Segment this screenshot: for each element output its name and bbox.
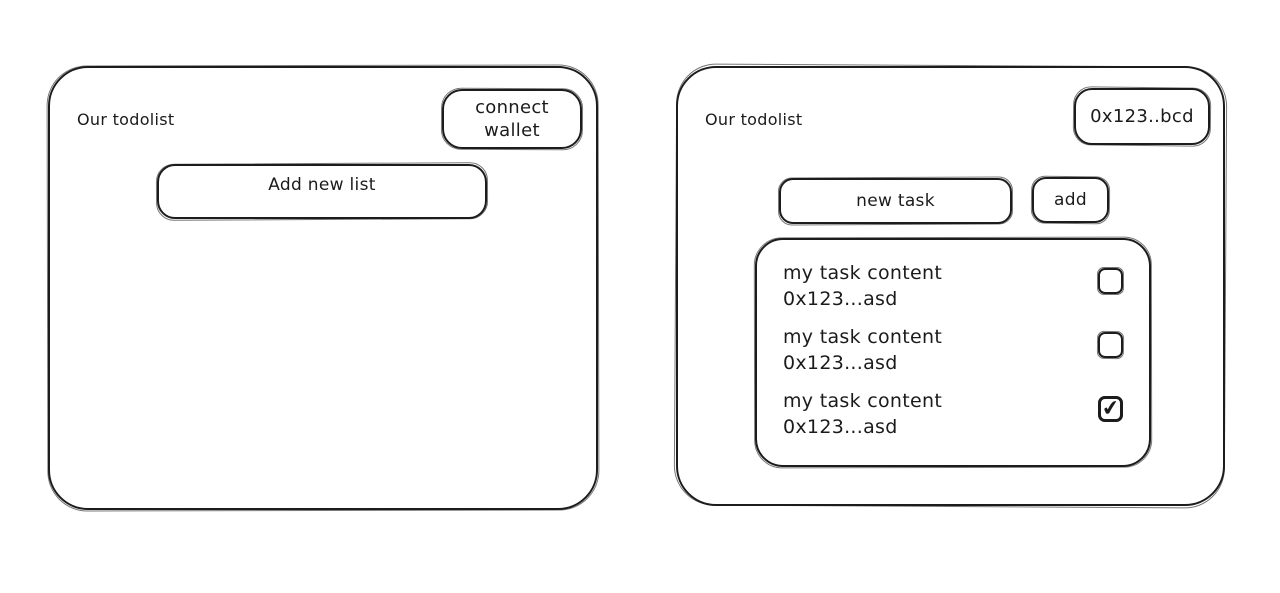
- task-address: 0x123...asd: [783, 416, 898, 438]
- page-title: Our todolist: [77, 110, 175, 129]
- task-row: my task content 0x123...asd ✔: [783, 388, 1123, 452]
- task-content: my task content: [783, 326, 943, 348]
- task-address: 0x123...asd: [783, 352, 898, 374]
- task-texts: my task content 0x123...asd: [783, 324, 942, 376]
- connect-wallet-button[interactable]: connect wallet: [442, 89, 582, 149]
- add-task-button[interactable]: add: [1032, 177, 1109, 223]
- task-row: my task content 0x123...asd: [783, 324, 1123, 388]
- add-new-list-label: Add new list: [268, 175, 376, 195]
- connect-wallet-label: connect wallet: [475, 96, 549, 141]
- new-task-placeholder: new task: [856, 191, 935, 211]
- task-address: 0x123...asd: [783, 288, 898, 310]
- task-content: my task content: [783, 390, 943, 412]
- wallet-address-button[interactable]: 0x123..bcd: [1074, 88, 1210, 145]
- task-texts: my task content 0x123...asd: [783, 388, 942, 440]
- task-list: my task content 0x123...asd my task cont…: [755, 238, 1151, 467]
- todolist-frame-connected: Our todolist 0x123..bcd new task add my …: [676, 66, 1225, 506]
- task-texts: my task content 0x123...asd: [783, 260, 942, 312]
- add-task-label: add: [1054, 190, 1087, 210]
- task-checkbox[interactable]: [1098, 268, 1123, 294]
- page-title: Our todolist: [705, 110, 803, 129]
- task-content: my task content: [783, 262, 943, 284]
- check-icon: ✔: [1099, 394, 1121, 421]
- wallet-address-label: 0x123..bcd: [1090, 106, 1194, 127]
- new-task-input[interactable]: new task: [779, 178, 1012, 224]
- todolist-frame-disconnected: Our todolist connect wallet Add new list: [48, 66, 598, 510]
- task-checkbox[interactable]: [1098, 332, 1123, 358]
- task-row: my task content 0x123...asd: [783, 260, 1123, 324]
- add-new-list-button[interactable]: Add new list: [157, 164, 487, 219]
- task-checkbox[interactable]: ✔: [1098, 394, 1123, 422]
